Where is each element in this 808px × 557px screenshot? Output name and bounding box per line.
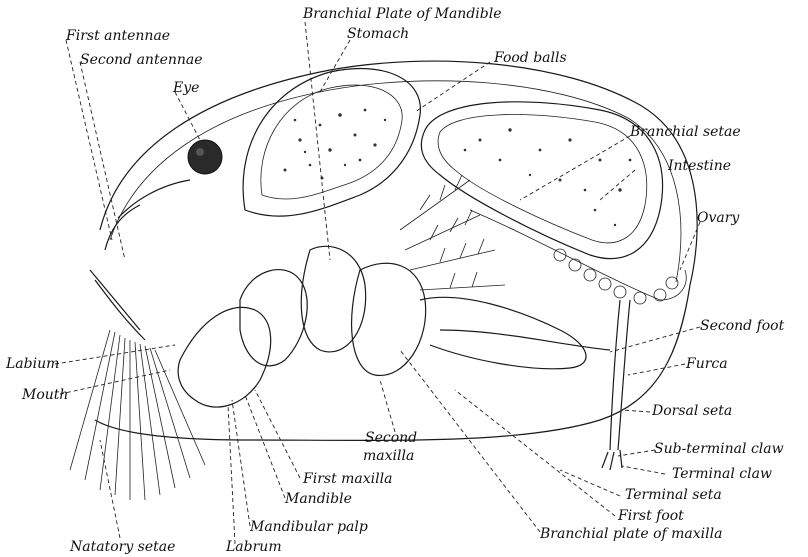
label-second-antennae: Second antennae (80, 52, 203, 68)
label-natatory-setae: Natatory setae (69, 539, 175, 555)
stomach-shape (243, 69, 420, 217)
label-labium: Labium (5, 356, 59, 372)
second-foot-shape (440, 330, 610, 350)
label-second-maxilla-2: maxilla (363, 448, 414, 464)
branchial-setae-branches (400, 175, 505, 290)
label-branchial-plate-maxilla: Branchial plate of maxilla (539, 526, 722, 542)
label-second-foot: Second foot (700, 318, 785, 334)
ovary-shape (470, 210, 686, 300)
branchial-plate-mandible-shape (301, 246, 365, 352)
label-mandible: Mandible (284, 491, 352, 507)
label-sub-terminal-claw: Sub-terminal claw (654, 441, 784, 457)
label-mandibular-palp: Mandibular palp (249, 519, 368, 535)
eye-shape (188, 140, 222, 174)
label-first-maxilla: First maxilla (302, 471, 392, 487)
label-first-antennae: First antennae (65, 28, 170, 44)
natatory-setae-lines (70, 330, 205, 500)
carapace-inner-edge (110, 81, 681, 282)
antennae (90, 180, 190, 340)
mandible-shape (240, 270, 307, 366)
label-mouth: Mouth (21, 387, 68, 403)
label-furca: Furca (685, 356, 728, 372)
carapace-outline (95, 61, 697, 440)
labrum-shape (178, 307, 271, 407)
label-first-foot: First foot (617, 508, 684, 524)
label-stomach: Stomach (347, 26, 409, 42)
food-balls-intestine (464, 128, 632, 226)
label-terminal-claw: Terminal claw (672, 466, 772, 482)
label-intestine: Intestine (667, 158, 731, 174)
label-food-balls: Food balls (493, 50, 567, 66)
food-balls-stomach (284, 109, 387, 180)
first-foot-shape (420, 297, 586, 368)
label-terminal-seta: Terminal seta (625, 487, 722, 503)
label-branchial-plate-mandible: Branchial Plate of Mandible (302, 6, 501, 22)
ovary-cells (554, 249, 678, 304)
label-eye: Eye (172, 80, 199, 96)
label-labrum: Labrum (225, 539, 282, 555)
label-dorsal-seta: Dorsal seta (651, 403, 732, 419)
furca-and-claws (602, 300, 630, 470)
intestine-shape (421, 102, 662, 259)
label-second-maxilla-1: Second (365, 430, 417, 446)
label-branchial-setae: Branchial setae (629, 124, 741, 140)
label-ovary: Ovary (697, 210, 740, 226)
